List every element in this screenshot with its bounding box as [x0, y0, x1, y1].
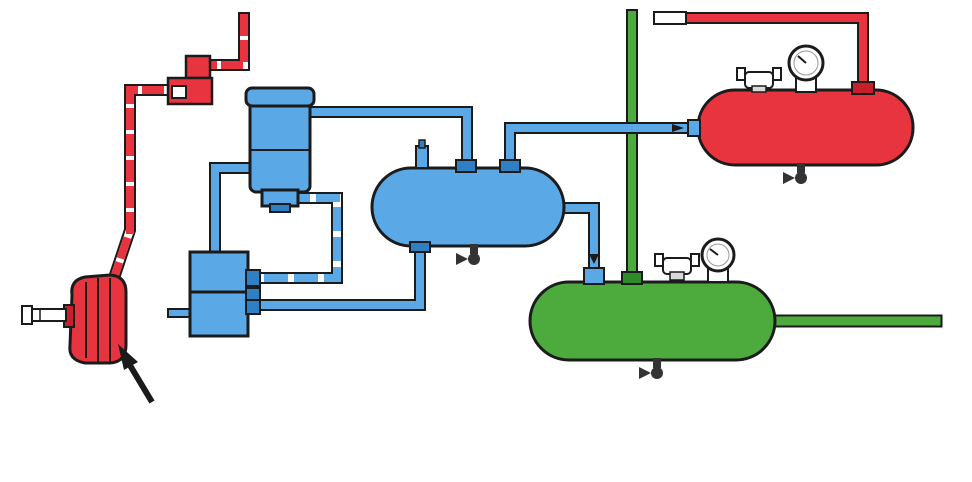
red-air-tank: [672, 44, 915, 184]
brake-chamber: [21, 273, 128, 365]
drain-valve-icon: [639, 358, 663, 379]
air-compressor: [244, 86, 316, 213]
drain-valve-icon: [456, 244, 480, 265]
green-air-tank: [528, 237, 777, 379]
governor-unit: [188, 250, 261, 338]
red-top-pipe: [680, 12, 869, 96]
blue-pipe-separator-to-red-tank: [504, 122, 696, 171]
blue-separator-tank: [370, 139, 566, 265]
arrow-icon: [118, 344, 155, 404]
push-rod: [21, 305, 67, 325]
flow-arrow-icon: [589, 254, 599, 264]
blue-pipe-compressor-to-separator: [306, 106, 473, 171]
blue-white-striped-pipe: [250, 192, 343, 284]
red-white-striped-pipe: [107, 12, 250, 283]
safety-valve-icon: [736, 67, 782, 93]
safety-valve-icon: [415, 139, 429, 169]
pressure-gauge-icon: [700, 237, 736, 283]
flow-arrow-icon: [672, 124, 684, 132]
safety-valve-icon: [654, 253, 700, 281]
blue-pipe-separator-to-green-tank: [556, 202, 600, 281]
top-pipe-coupling: [653, 11, 687, 25]
blue-pipe-separator-to-governor: [244, 239, 426, 311]
pressure-gauge-icon: [787, 44, 825, 93]
pipes: [107, 9, 943, 328]
red-pipe-fitting: [166, 54, 214, 106]
blue-pipe-left-loop: [209, 162, 256, 266]
drain-valve-icon: [783, 163, 807, 184]
